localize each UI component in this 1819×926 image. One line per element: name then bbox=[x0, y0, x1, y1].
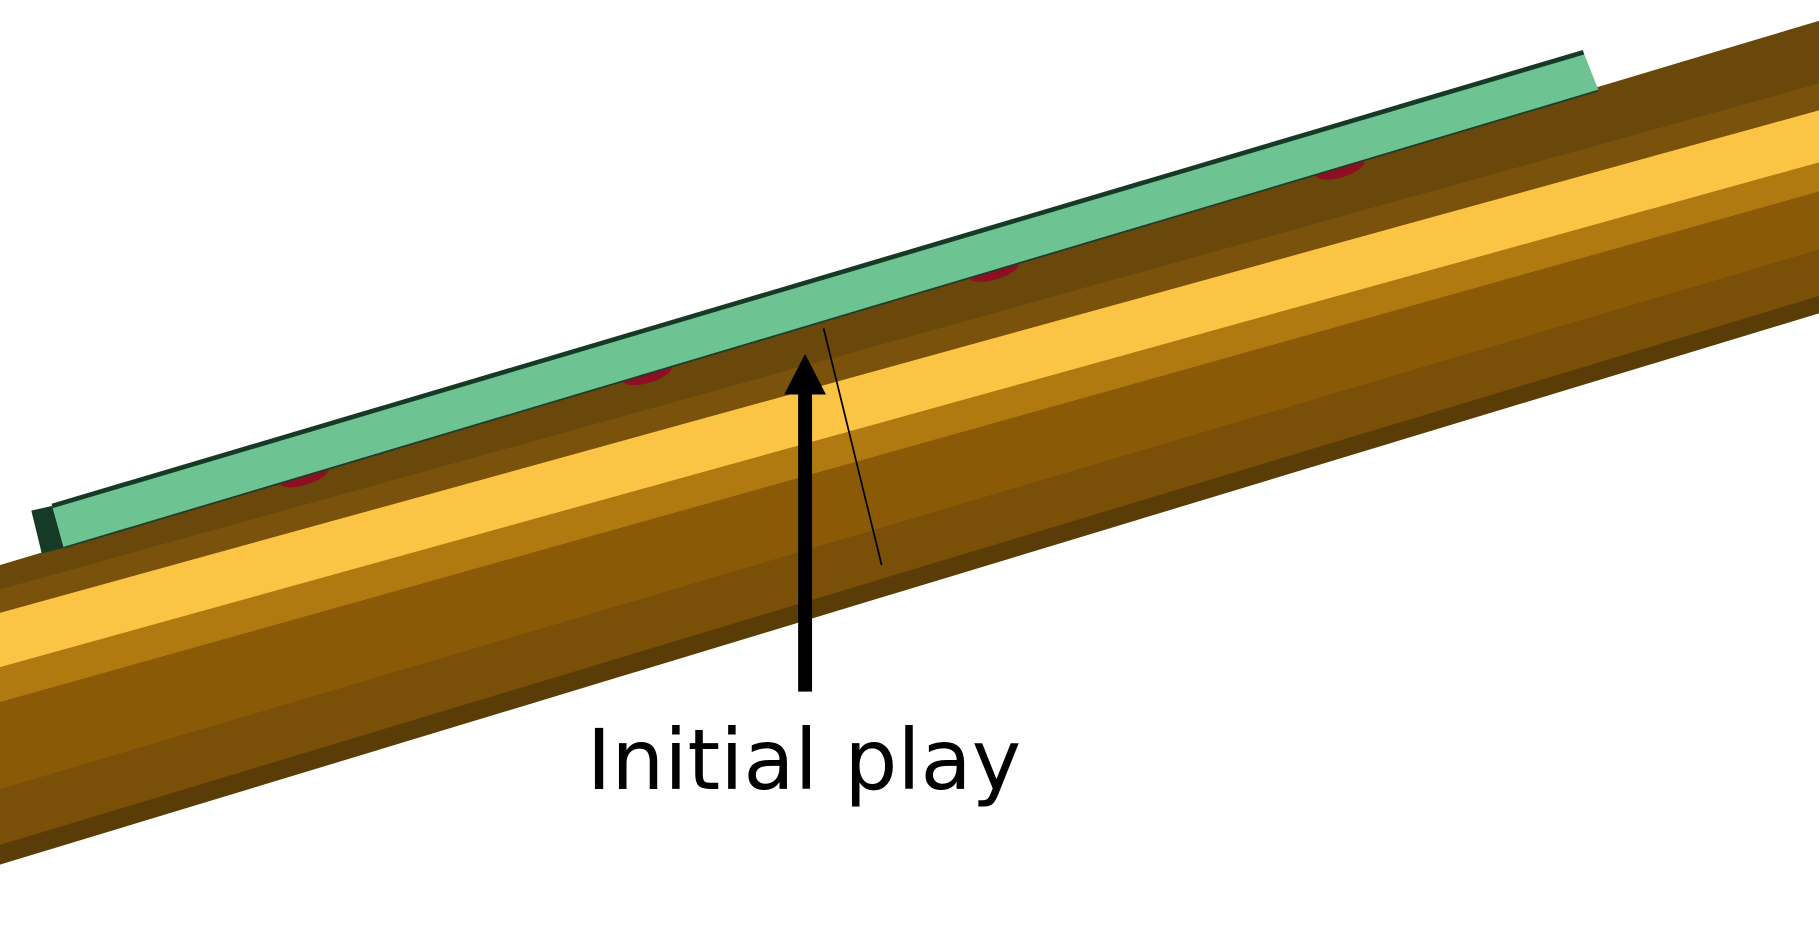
pipe-highlight-edge bbox=[0, 162, 1819, 703]
arrow-head bbox=[784, 353, 826, 395]
plate-edge bbox=[51, 49, 1585, 509]
pipe-highlight bbox=[0, 110, 1819, 668]
pipe-bottom-band bbox=[0, 295, 1819, 865]
gap-line bbox=[822, 328, 883, 566]
plate-end bbox=[31, 505, 64, 554]
plate-top bbox=[52, 52, 1599, 548]
pipe-lower-shade bbox=[0, 249, 1819, 845]
annotation-arrow bbox=[784, 353, 826, 692]
pipe-upper-edge bbox=[0, 83, 1819, 613]
arrow-shaft bbox=[798, 392, 813, 692]
plate-bottom-edge bbox=[63, 89, 1599, 549]
plate bbox=[31, 49, 1599, 554]
annotation-label: Initial play bbox=[587, 711, 1021, 809]
